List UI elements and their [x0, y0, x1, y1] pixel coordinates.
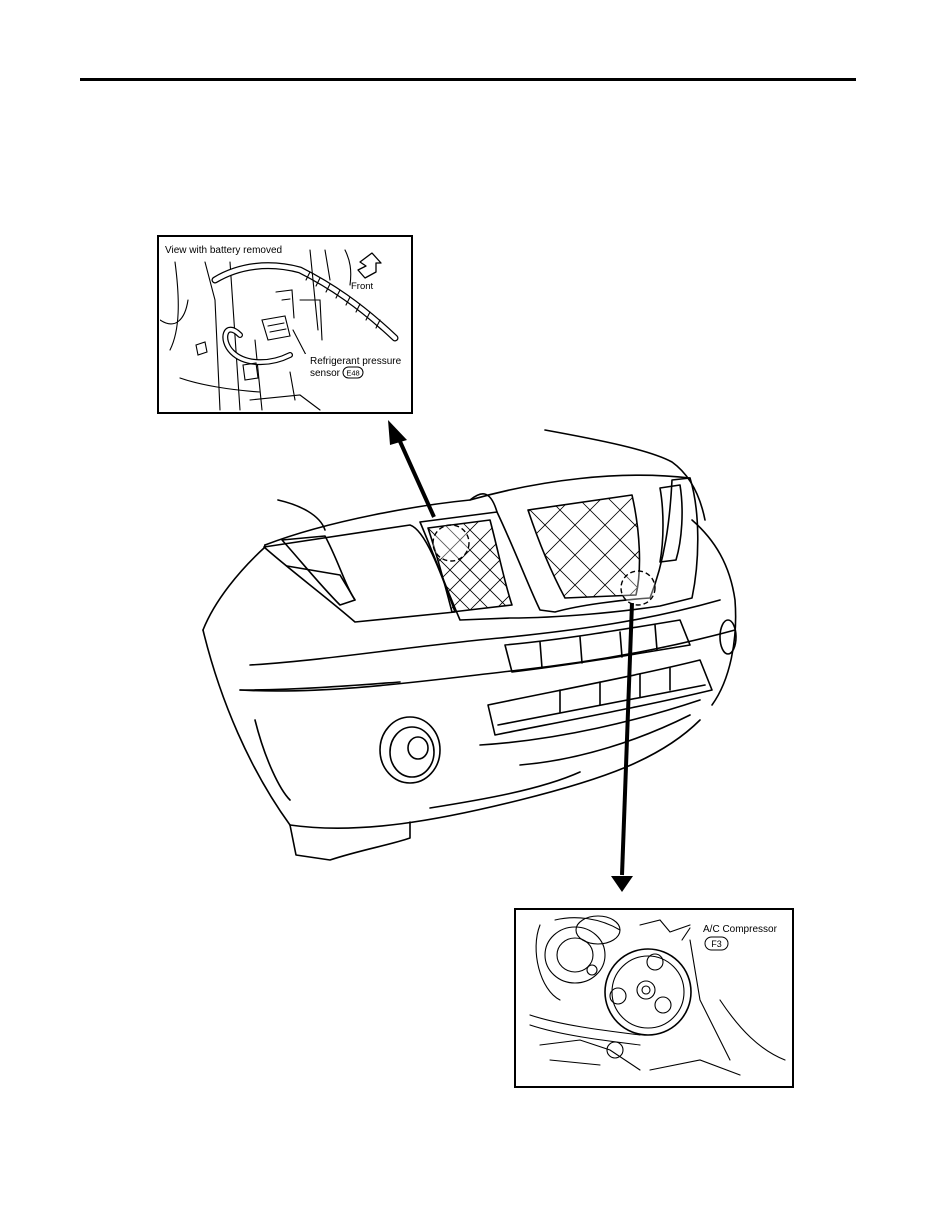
bumper-mid-line: [239, 629, 736, 692]
compressor-clutch: [604, 948, 692, 1036]
air-dam: [289, 821, 411, 861]
bolt-left: [586, 964, 598, 976]
body-line-left: [254, 719, 291, 801]
drive-belt: [529, 1014, 641, 1046]
bay-right-rail: [324, 249, 352, 286]
engine-pulley-left: [535, 917, 621, 1001]
hood-crease: [469, 493, 498, 513]
compressor-label: A/C Compressor: [703, 924, 778, 935]
clutch-hub-bolt-3: [654, 996, 672, 1014]
lower-pipes: [179, 371, 321, 411]
sensor-location-marker: [432, 524, 470, 562]
fog-lamp-left-lens: [407, 736, 429, 760]
leader-arrow-to-sensor-inset: [388, 420, 436, 518]
fog-lamp-left-inner: [389, 726, 435, 778]
lower-bracket: [539, 1039, 641, 1071]
harness-main-inner: [212, 263, 398, 341]
bay-panel: [204, 261, 263, 411]
sensor-label-line1: Refrigerant pressure: [310, 356, 402, 367]
clutch-hub-bolt-2: [609, 987, 627, 1005]
inset-compressor-view: A/C Compressor F3: [514, 908, 794, 1088]
connector-badge-e48: [342, 366, 364, 379]
hood-curve-left: [277, 499, 326, 531]
harness-ribs: [305, 271, 381, 329]
front-direction-icon: [357, 252, 382, 279]
bolt-lower: [606, 1041, 624, 1059]
bumper-top-line: [249, 599, 721, 666]
headlamp-inner: [281, 535, 356, 606]
connector-f3: F3: [711, 939, 722, 949]
upper-pulley: [575, 915, 621, 945]
body-line-bumper-bottom: [239, 681, 401, 691]
inset-sensor-view: View with battery removed Front Refriger…: [157, 235, 413, 414]
fog-lamp-left: [379, 716, 441, 784]
grille-surround: [419, 477, 699, 621]
bumper-right-corner: [691, 519, 737, 706]
small-connector: [242, 362, 259, 381]
grille-mesh-far-right: [659, 484, 683, 563]
grille-mesh-right: [527, 494, 641, 599]
clutch-center-nut: [641, 985, 651, 995]
grille-mesh-left: [427, 519, 513, 613]
lower-valance: [479, 699, 701, 766]
compressor-clutch-ring: [611, 955, 685, 1029]
lower-grille-upper-slats: [539, 624, 658, 669]
front-label: Front: [351, 281, 374, 292]
clutch-hub-bolt-1: [646, 953, 664, 971]
sensor-connector: [275, 289, 295, 319]
bumper-side-left: [202, 629, 291, 826]
clip-detail: [195, 341, 208, 356]
header-rule: [80, 78, 856, 81]
right-frame: [649, 939, 786, 1076]
air-dam-lower: [429, 771, 581, 809]
idler-pulley-inner: [556, 937, 594, 973]
idler-pulley: [544, 926, 606, 984]
headlamp-lens-line: [286, 565, 356, 601]
hose-loop-inner: [223, 327, 292, 364]
sensor-body: [261, 315, 291, 341]
sensor-label-line2: sensor: [310, 368, 341, 379]
bracket: [299, 249, 323, 341]
connector-badge-f3: [704, 936, 729, 951]
front-bumper: [202, 544, 266, 631]
bumper-lower-edge: [289, 719, 701, 829]
connector-e48: E48: [346, 369, 359, 378]
hood-leading-edge: [544, 429, 706, 521]
leader-line-sensor: [292, 329, 307, 356]
top-bracket: [639, 919, 691, 933]
clutch-center: [636, 980, 656, 1000]
leader-line-compressor: [681, 927, 691, 941]
lower-grille-bar-1: [497, 684, 706, 726]
lower-grille-opening: [487, 659, 713, 736]
fog-lamp-right: [719, 619, 737, 655]
hood-outline: [264, 474, 691, 546]
compressor-location-marker: [620, 570, 656, 606]
lower-grille-upper-row: [504, 619, 691, 673]
vehicle-front-illustration: [202, 429, 737, 861]
bay-left-curve: [160, 261, 189, 351]
mesh-hatch-left: [428, 520, 512, 612]
leader-arrow-to-compressor-inset: [611, 602, 634, 892]
inset-top-caption: View with battery removed: [165, 245, 282, 256]
lower-grille-slats: [559, 667, 671, 713]
